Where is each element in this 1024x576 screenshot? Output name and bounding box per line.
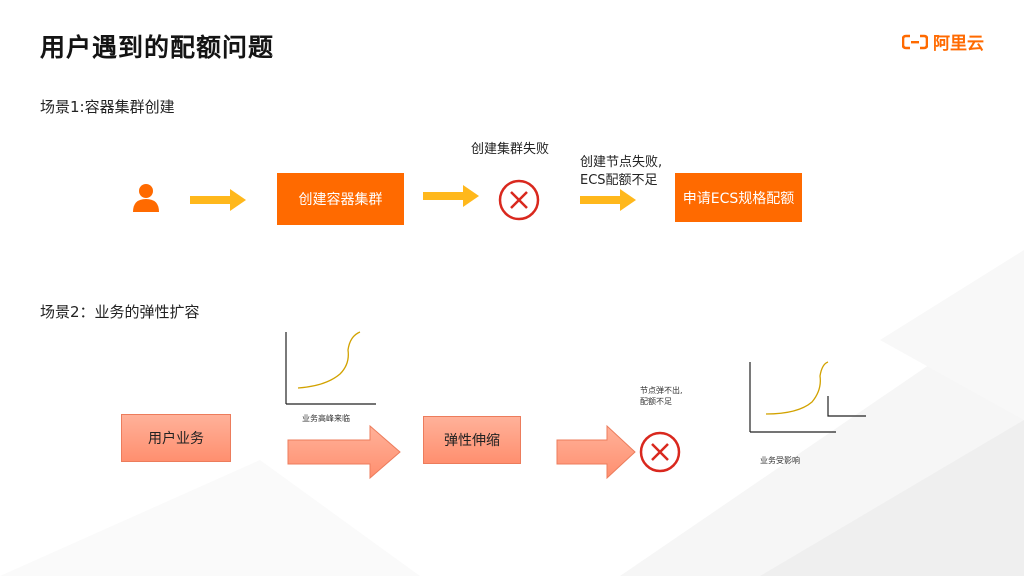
node-fail-text-line2: ECS配额不足 (580, 173, 658, 188)
arrow-right-icon (423, 185, 479, 207)
logo-text: 阿里云 (933, 34, 984, 54)
peak-chart-icon (285, 331, 376, 405)
aliyun-logo-icon (902, 34, 928, 49)
fail-x-icon (498, 179, 540, 221)
node-fail-text-line1: 创建节点失败, (580, 155, 663, 170)
user-business-box: 用户业务 (121, 414, 231, 462)
impact-chart-caption: 业务受影响 (760, 456, 800, 465)
node-fail-text2-line2: 配额不足 (640, 397, 672, 406)
brand-logo: 阿里云 (902, 29, 984, 54)
apply-quota-box: 申请ECS规格配额 (675, 173, 802, 222)
user-icon (133, 184, 159, 212)
scene2-label: 场景2：业务的弹性扩容 (40, 303, 200, 321)
cluster-fail-text: 创建集群失败 (471, 142, 550, 157)
create-cluster-box: 创建容器集群 (277, 173, 404, 225)
scene1-label: 场景1:容器集群创建 (40, 98, 175, 116)
arrow-right-icon (556, 424, 636, 480)
peak-chart-caption: 业务高峰来临 (302, 414, 350, 423)
arrow-right-icon (287, 424, 401, 480)
impact-chart-icon (749, 361, 866, 433)
page-title: 用户遇到的配额问题 (40, 33, 275, 62)
fail-x-icon (639, 431, 681, 473)
arrow-right-icon (580, 189, 636, 211)
arrow-right-icon (190, 189, 246, 211)
node-fail-text2-line1: 节点弹不出, (640, 386, 683, 395)
elastic-scaling-box: 弹性伸缩 (423, 416, 521, 464)
